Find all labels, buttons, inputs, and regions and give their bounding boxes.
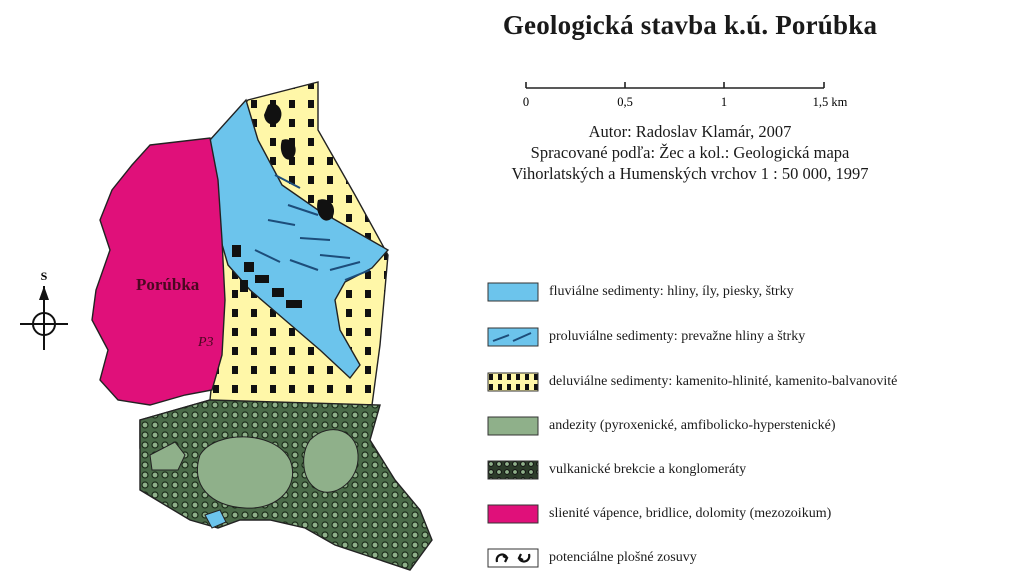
legend-label: vulkanické brekcie a konglomeráty: [549, 462, 747, 477]
andesite-patch-1: [149, 441, 186, 471]
legend-swatch-deluvial: [487, 372, 539, 392]
legend-item-breccia: vulkanické brekcie a konglomeráty: [487, 460, 1035, 482]
credits-source-line2: Vihorlatských a Humenských vrchov 1 : 50…: [511, 164, 869, 183]
andesite-patch-2: [196, 436, 294, 509]
legend-item-proluvial: proluviálne sedimenty: prevažne hliny a …: [487, 327, 1035, 349]
legend-label: slienité vápence, bridlice, dolomity (me…: [549, 506, 832, 521]
legend-item-andesite: andezity (pyroxenické, amfibolicko-hyper…: [487, 416, 1035, 438]
legend-label: deluviálne sedimenty: kamenito-hlinité, …: [549, 374, 898, 389]
legend-item-limestone: slienité vápence, bridlice, dolomity (me…: [487, 504, 1035, 526]
proluvial-area: [254, 174, 371, 281]
legend-label: andezity (pyroxenické, amfibolicko-hyper…: [549, 418, 836, 433]
legend-swatch-breccia: [487, 460, 539, 480]
credits-source-line1: Spracované podľa: Žec a kol.: Geologická…: [530, 143, 850, 162]
legend-label: proluviálne sedimenty: prevažne hliny a …: [549, 329, 806, 344]
andesite-patch-3: [303, 429, 359, 493]
credits-author: Autor: Radoslav Klamár, 2007: [588, 122, 792, 141]
scale-tick-1: 0,5: [617, 95, 633, 109]
credits: Autor: Radoslav Klamár, 2007 Spracované …: [440, 121, 940, 184]
limestone-area: [91, 137, 226, 406]
fluvial-patch-south: [204, 509, 227, 529]
legend-item-fluvial: fluviálne sedimenty: hliny, íly, piesky,…: [487, 282, 1035, 304]
legend-label: potenciálne plošné zosuvy: [549, 550, 697, 565]
scale-tick-2: 1: [721, 95, 727, 109]
geological-map: Porúbka P3: [91, 81, 433, 571]
scale-bar: 0 0,5 1 1,5 km: [523, 82, 848, 109]
legend-item-deluvial: deluviálne sedimenty: kamenito-hlinité, …: [487, 372, 1035, 394]
map-annotation: P3: [197, 335, 214, 350]
settlement-blocks: [232, 245, 302, 308]
legend-swatch-fluvial: [487, 282, 539, 302]
scale-tick-3: 1,5 km: [813, 95, 848, 109]
place-label-porubka: Porúbka: [136, 275, 200, 294]
legend-swatch-andesite: [487, 416, 539, 436]
legend-swatch-proluvial: [487, 327, 539, 347]
north-arrow-icon: S: [20, 269, 68, 350]
scale-tick-0: 0: [523, 95, 529, 109]
landslide-symbols: [264, 103, 335, 221]
map-title: Geologická stavba k.ú. Porúbka: [502, 10, 878, 40]
legend-swatch-landslide-icon: [487, 548, 539, 568]
legend-item-landslide: potenciálne plošné zosuvy: [487, 548, 1035, 570]
legend-swatch-limestone: [487, 504, 539, 524]
legend-label: fluviálne sedimenty: hliny, íly, piesky,…: [549, 284, 794, 299]
north-arrow-letter: S: [41, 269, 48, 283]
